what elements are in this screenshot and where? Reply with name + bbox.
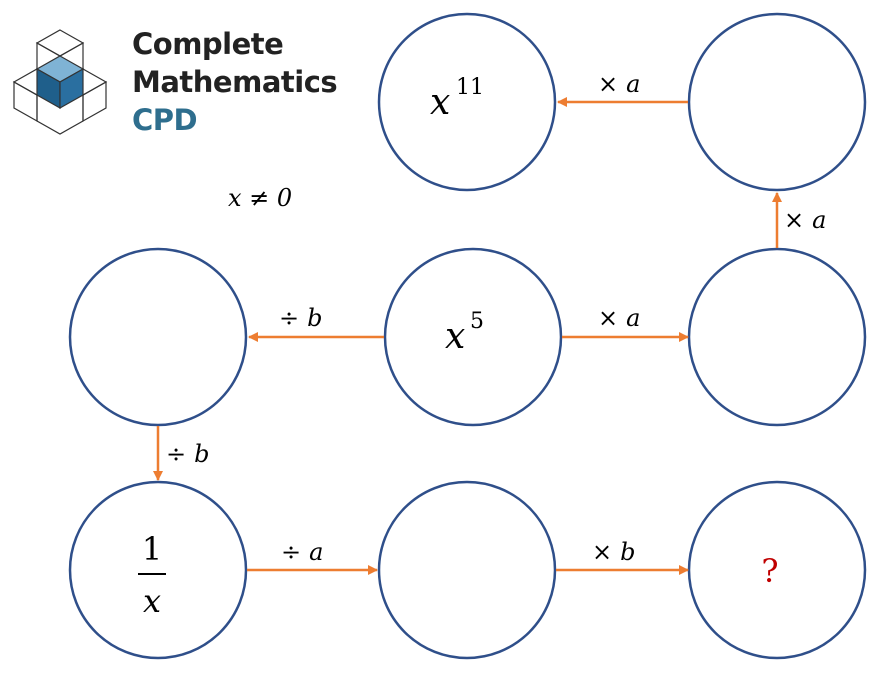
edge-op: ÷	[281, 538, 301, 566]
node-bot-left-content: 1 x	[138, 530, 166, 620]
node-circle-mid-center	[383, 247, 563, 427]
node-top-mid-exponent: 11	[456, 75, 484, 100]
svg-text:×a: ×a	[598, 70, 640, 98]
edge-op: ÷	[279, 304, 299, 332]
node-mid-center-exponent: 5	[470, 309, 484, 334]
node-circle-top-mid	[377, 12, 557, 192]
node-circle-bot-left	[68, 480, 248, 660]
edge-op: ×	[598, 70, 618, 98]
brand-line-3: CPD	[132, 103, 198, 137]
node-circle-mid-left	[68, 247, 248, 427]
edge-op: ×	[592, 538, 612, 566]
svg-text:×b: ×b	[592, 538, 635, 566]
edge-var: b	[194, 440, 209, 468]
node-mid-center-base: x	[445, 316, 465, 357]
node-top-mid-base: x	[430, 82, 450, 123]
node-top-mid-content: x 11	[430, 75, 484, 123]
edge-var: a	[309, 538, 323, 566]
edge-label-top-right-to-top-mid: ×a	[598, 70, 640, 98]
edge-op: ×	[598, 304, 618, 332]
edge-label-mid-left-to-bot-left: ÷b	[166, 440, 209, 468]
edge-var: a	[626, 70, 640, 98]
node-mid-center-content: x 5	[445, 309, 484, 357]
node-bot-left-denominator: x	[143, 582, 161, 620]
edge-op: ×	[784, 206, 804, 234]
brand-line-2: Mathematics	[132, 65, 338, 99]
svg-text:×a: ×a	[784, 206, 826, 234]
edge-label-mid-right-to-top-right: ×a	[784, 206, 826, 234]
svg-text:×a: ×a	[598, 304, 640, 332]
edge-label-mid-center-to-mid-left: ÷b	[279, 304, 322, 332]
node-circle-bot-right	[687, 480, 867, 660]
condition-label: x ≠ 0	[228, 184, 293, 212]
logo-cube-icon	[12, 29, 108, 135]
edge-var: b	[620, 538, 635, 566]
edge-label-bot-mid-to-bot-right: ×b	[592, 538, 635, 566]
edge-label-bot-left-to-bot-mid: ÷a	[281, 538, 323, 566]
node-bot-left-numerator: 1	[142, 530, 162, 568]
node-circle-bot-mid	[377, 480, 557, 660]
svg-text:÷b: ÷b	[279, 304, 322, 332]
node-circle-top-right	[687, 12, 867, 192]
edge-label-mid-center-to-mid-right: ×a	[598, 304, 640, 332]
node-circle-mid-right	[687, 247, 867, 427]
edge-op: ÷	[166, 440, 186, 468]
node-bot-right-question: ?	[761, 552, 778, 590]
brand-line-1: Complete	[132, 27, 284, 61]
edge-var: a	[812, 206, 826, 234]
svg-text:÷b: ÷b	[166, 440, 209, 468]
edge-var: a	[626, 304, 640, 332]
edge-var: b	[307, 304, 322, 332]
svg-text:÷a: ÷a	[281, 538, 323, 566]
